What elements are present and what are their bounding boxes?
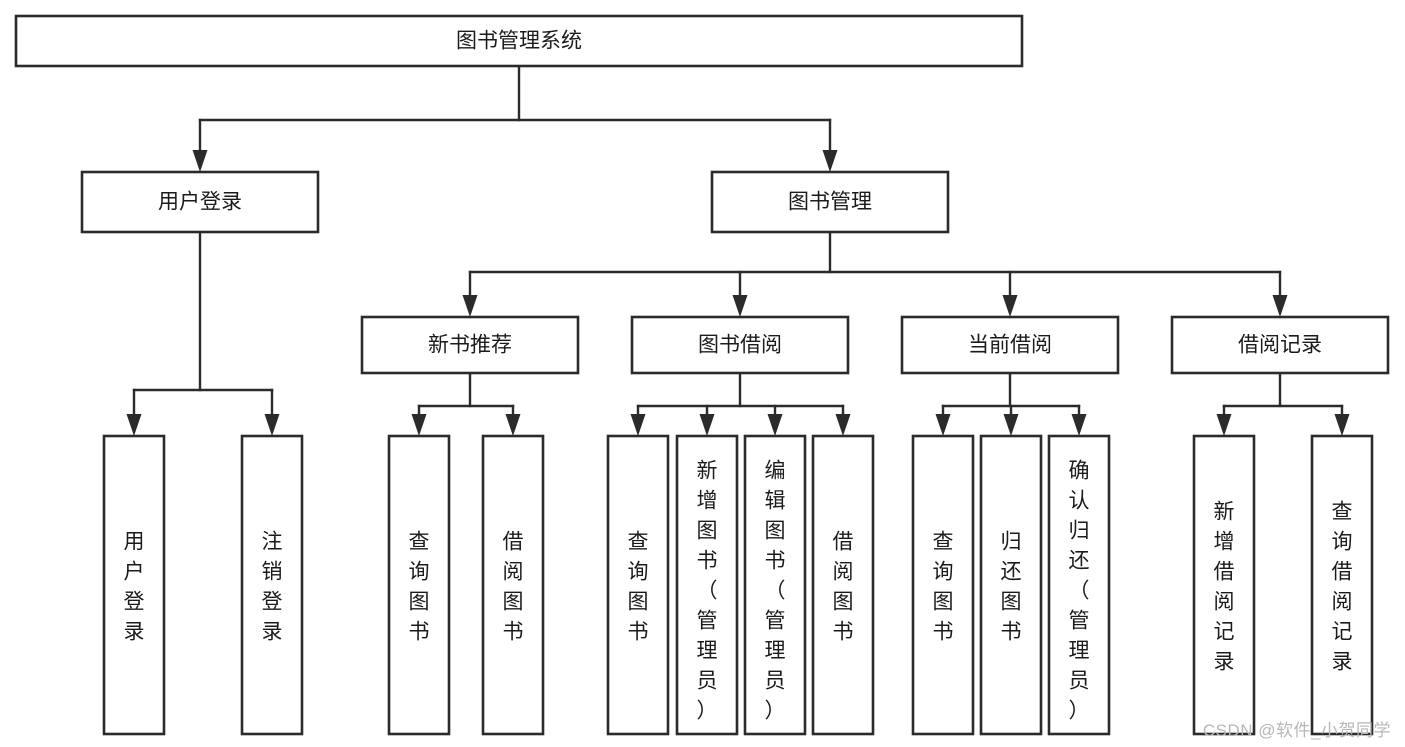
node-box-leaf-add-record[interactable] [1192,434,1256,736]
arrow-head-book-manage [822,150,838,172]
node-leaf-query-book-2[interactable]: 查询图书 [606,434,670,736]
connector-group-current-borrow [935,371,1087,436]
node-leaf-confirm-return[interactable]: 确认归还（管理员） [1047,434,1111,736]
arrow-head-leaf-borrow-book-2 [835,414,851,436]
node-box-borrow-record[interactable] [1170,315,1390,375]
node-user-login[interactable]: 用户登录 [80,170,320,234]
node-leaf-borrow-book-2[interactable]: 借阅图书 [811,434,875,736]
node-box-leaf-query-book-1[interactable] [387,434,451,736]
node-label-book-manage: 图书管理 [788,191,872,214]
node-box-new-book-rec[interactable] [360,315,580,375]
arrow-head-user-login [192,150,208,172]
node-leaf-add-book[interactable]: 新增图书（管理员） [675,434,739,736]
node-label-leaf-query-record: 查询借阅记录 [1332,500,1353,673]
node-root[interactable]: 图书管理系统 [14,14,1024,68]
node-leaf-user-login[interactable]: 用户登录 [102,434,166,736]
arrow-head-leaf-confirm-return [1071,414,1087,436]
arrow-head-leaf-add-book [699,414,715,436]
node-label-leaf-user-login: 用户登录 [124,530,145,643]
node-label-leaf-return-book: 归还图书 [1001,530,1022,643]
node-label-leaf-edit-book: 编辑图书（管理员） [765,459,786,722]
node-book-manage[interactable]: 图书管理 [710,170,950,234]
node-box-leaf-edit-book[interactable] [743,434,807,736]
node-label-leaf-add-book: 新增图书（管理员） [697,459,718,722]
arrow-head-leaf-query-book-1 [411,414,427,436]
arrow-head-borrow-record [1272,295,1288,317]
node-label-leaf-query-book-1: 查询图书 [409,530,430,643]
node-label-leaf-confirm-return: 确认归还（管理员） [1069,459,1090,722]
node-leaf-logout[interactable]: 注销登录 [240,434,304,736]
node-box-book-manage[interactable] [710,170,950,234]
node-label-leaf-borrow-book-1: 借阅图书 [503,530,524,643]
node-label-leaf-add-record: 新增借阅记录 [1214,500,1235,673]
node-leaf-query-book-1[interactable]: 查询图书 [387,434,451,736]
arrow-head-leaf-user-login [126,414,142,436]
node-label-leaf-query-book-2: 查询图书 [628,530,649,643]
arrow-head-leaf-borrow-book-1 [505,414,521,436]
node-box-leaf-borrow-book-2[interactable] [811,434,875,736]
arrow-head-book-borrow [732,295,748,317]
node-label-new-book-rec: 新书推荐 [428,334,512,357]
node-leaf-return-book[interactable]: 归还图书 [979,434,1043,736]
node-book-borrow[interactable]: 图书借阅 [630,315,850,375]
arrow-head-current-borrow [1002,295,1018,317]
node-box-book-borrow[interactable] [630,315,850,375]
node-box-user-login[interactable] [80,170,320,234]
node-box-root[interactable] [14,14,1024,68]
node-leaf-edit-book[interactable]: 编辑图书（管理员） [743,434,807,736]
node-leaf-add-record[interactable]: 新增借阅记录 [1192,434,1256,736]
arrow-head-leaf-query-book-3 [935,414,951,436]
node-box-leaf-add-book[interactable] [675,434,739,736]
node-box-leaf-confirm-return[interactable] [1047,434,1111,736]
connector-group-user-login [126,230,280,436]
arrow-head-new-book-rec [462,295,478,317]
arrow-head-leaf-query-book-2 [630,414,646,436]
node-borrow-record[interactable]: 借阅记录 [1170,315,1390,375]
connector-group-root [192,64,838,172]
connector-group-new-book-rec [411,371,521,436]
connector-group-book-manage [462,230,1288,317]
node-box-leaf-return-book[interactable] [979,434,1043,736]
node-box-current-borrow[interactable] [900,315,1120,375]
node-box-leaf-logout[interactable] [240,434,304,736]
connector-group-book-borrow [630,371,851,436]
arrow-head-leaf-return-book [1003,414,1019,436]
node-new-book-rec[interactable]: 新书推荐 [360,315,580,375]
node-box-leaf-query-record[interactable] [1310,434,1374,736]
node-box-leaf-user-login[interactable] [102,434,166,736]
node-label-leaf-query-book-3: 查询图书 [933,530,954,643]
arrow-head-leaf-edit-book [767,414,783,436]
node-box-leaf-query-book-3[interactable] [911,434,975,736]
arrow-head-leaf-add-record [1216,414,1232,436]
node-current-borrow[interactable]: 当前借阅 [900,315,1120,375]
node-leaf-query-book-3[interactable]: 查询图书 [911,434,975,736]
node-box-leaf-borrow-book-1[interactable] [481,434,545,736]
node-label-book-borrow: 图书借阅 [698,334,782,357]
node-label-leaf-logout: 注销登录 [262,530,283,643]
node-layer: 图书管理系统用户登录图书管理新书推荐图书借阅当前借阅借阅记录用户登录注销登录查询… [14,14,1390,736]
node-label-current-borrow: 当前借阅 [968,334,1052,357]
connector-group-borrow-record [1216,371,1350,436]
arrow-head-leaf-query-record [1334,414,1350,436]
node-label-root: 图书管理系统 [456,30,582,53]
node-label-user-login: 用户登录 [158,191,242,214]
node-box-leaf-query-book-2[interactable] [606,434,670,736]
arrow-head-leaf-logout [264,414,280,436]
node-leaf-borrow-book-1[interactable]: 借阅图书 [481,434,545,736]
connector-layer [126,64,1350,436]
node-label-borrow-record: 借阅记录 [1238,334,1322,357]
node-leaf-query-record[interactable]: 查询借阅记录 [1310,434,1374,736]
node-label-leaf-borrow-book-2: 借阅图书 [833,530,854,643]
